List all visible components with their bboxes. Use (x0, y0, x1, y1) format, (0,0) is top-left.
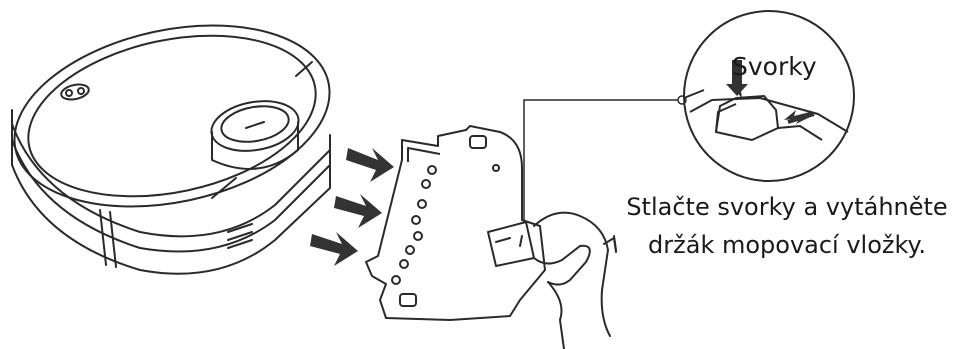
mop-bracket (366, 126, 545, 320)
arrow-right-icon (346, 148, 394, 182)
arrow-right-icon (334, 194, 382, 228)
callout-label-clips: Svorky (732, 52, 817, 81)
instruction-line-1: Stlačte svorky a vytáhněte (620, 188, 954, 226)
push-arrows (310, 148, 394, 266)
zoom-callout-icon (684, 11, 854, 181)
instruction-text: Stlačte svorky a vytáhněte držák mopovac… (620, 188, 954, 264)
robot-vacuum (0, 0, 346, 274)
hand (488, 213, 616, 349)
instruction-line-2: držák mopovací vložky. (620, 226, 954, 264)
arrow-right-icon (310, 232, 358, 266)
